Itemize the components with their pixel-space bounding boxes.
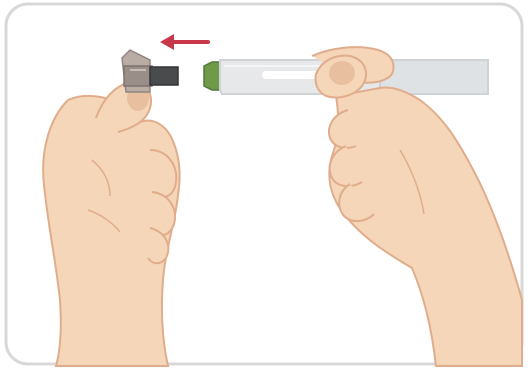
left-hand-icon (42, 80, 181, 367)
pen-cap-icon (121, 49, 179, 93)
right-hand-icon (311, 46, 523, 367)
left-arrow-icon (160, 34, 210, 50)
injection-pen-icon (203, 59, 489, 95)
